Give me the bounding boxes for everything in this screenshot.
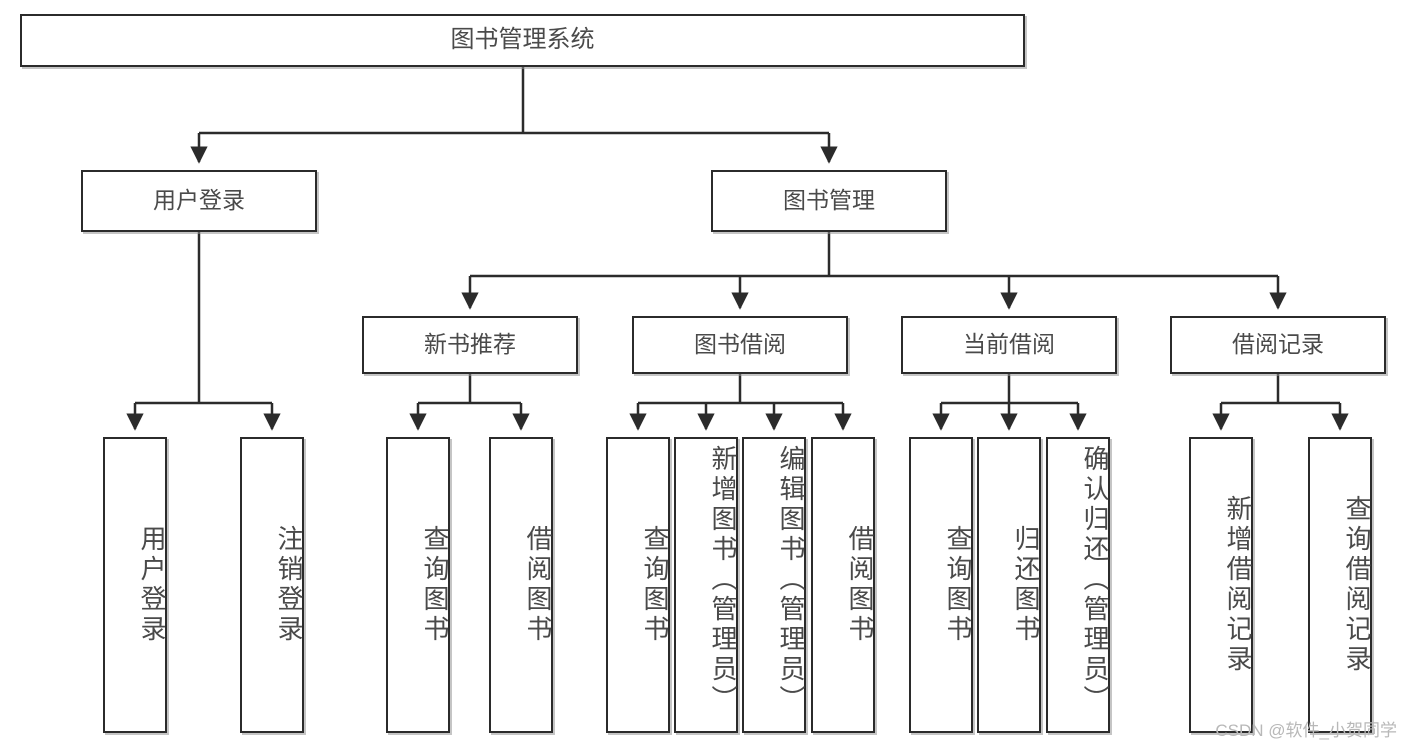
node-leaf-borrow-book-2-label: 借阅图书: [845, 525, 875, 645]
node-leaf-query-book-1-label: 查询图书: [420, 525, 450, 645]
node-leaf-edit-book[interactable]: 编辑图书（管理员）: [742, 437, 806, 733]
node-user-login[interactable]: 用户登录: [81, 170, 317, 232]
node-book-management-label: 图书管理: [783, 187, 875, 214]
node-leaf-return-book[interactable]: 归还图书: [977, 437, 1041, 733]
node-new-book-recommend[interactable]: 新书推荐: [362, 316, 578, 374]
node-current-borrow-label: 当前借阅: [963, 331, 1055, 358]
node-leaf-add-book-label: 新增图书（管理员）: [708, 445, 738, 715]
node-leaf-add-record[interactable]: 新增借阅记录: [1189, 437, 1253, 733]
node-leaf-query-book-2-label: 查询图书: [640, 525, 670, 645]
node-leaf-query-record[interactable]: 查询借阅记录: [1308, 437, 1372, 733]
node-leaf-query-book-3-label: 查询图书: [943, 525, 973, 645]
node-leaf-edit-book-label: 编辑图书（管理员）: [776, 445, 806, 715]
node-book-management[interactable]: 图书管理: [711, 170, 947, 232]
node-borrow-record[interactable]: 借阅记录: [1170, 316, 1386, 374]
node-book-borrow-label: 图书借阅: [694, 331, 786, 358]
node-user-login-label: 用户登录: [153, 187, 245, 214]
node-leaf-confirm-return[interactable]: 确认归还（管理员）: [1046, 437, 1110, 733]
node-leaf-add-book[interactable]: 新增图书（管理员）: [674, 437, 738, 733]
node-leaf-query-book-1[interactable]: 查询图书: [386, 437, 450, 733]
watermark: CSDN @软件_小贺同学: [1215, 721, 1397, 740]
node-leaf-query-book-2[interactable]: 查询图书: [606, 437, 670, 733]
node-leaf-query-book-3[interactable]: 查询图书: [909, 437, 973, 733]
node-leaf-confirm-return-label: 确认归还（管理员）: [1080, 445, 1110, 715]
node-book-borrow[interactable]: 图书借阅: [632, 316, 848, 374]
node-leaf-add-record-label: 新增借阅记录: [1223, 495, 1253, 675]
node-leaf-borrow-book-1[interactable]: 借阅图书: [489, 437, 553, 733]
node-root-label: 图书管理系统: [450, 26, 595, 54]
node-leaf-user-login[interactable]: 用户登录: [103, 437, 167, 733]
node-borrow-record-label: 借阅记录: [1232, 331, 1324, 358]
node-leaf-logout-login-label: 注销登录: [274, 525, 304, 645]
node-root[interactable]: 图书管理系统: [20, 14, 1025, 67]
node-leaf-logout-login[interactable]: 注销登录: [240, 437, 304, 733]
node-leaf-borrow-book-2[interactable]: 借阅图书: [811, 437, 875, 733]
node-leaf-query-record-label: 查询借阅记录: [1342, 495, 1372, 675]
node-new-book-recommend-label: 新书推荐: [424, 331, 516, 358]
node-leaf-borrow-book-1-label: 借阅图书: [523, 525, 553, 645]
node-leaf-user-login-label: 用户登录: [137, 525, 167, 645]
node-leaf-return-book-label: 归还图书: [1011, 525, 1041, 645]
node-current-borrow[interactable]: 当前借阅: [901, 316, 1117, 374]
